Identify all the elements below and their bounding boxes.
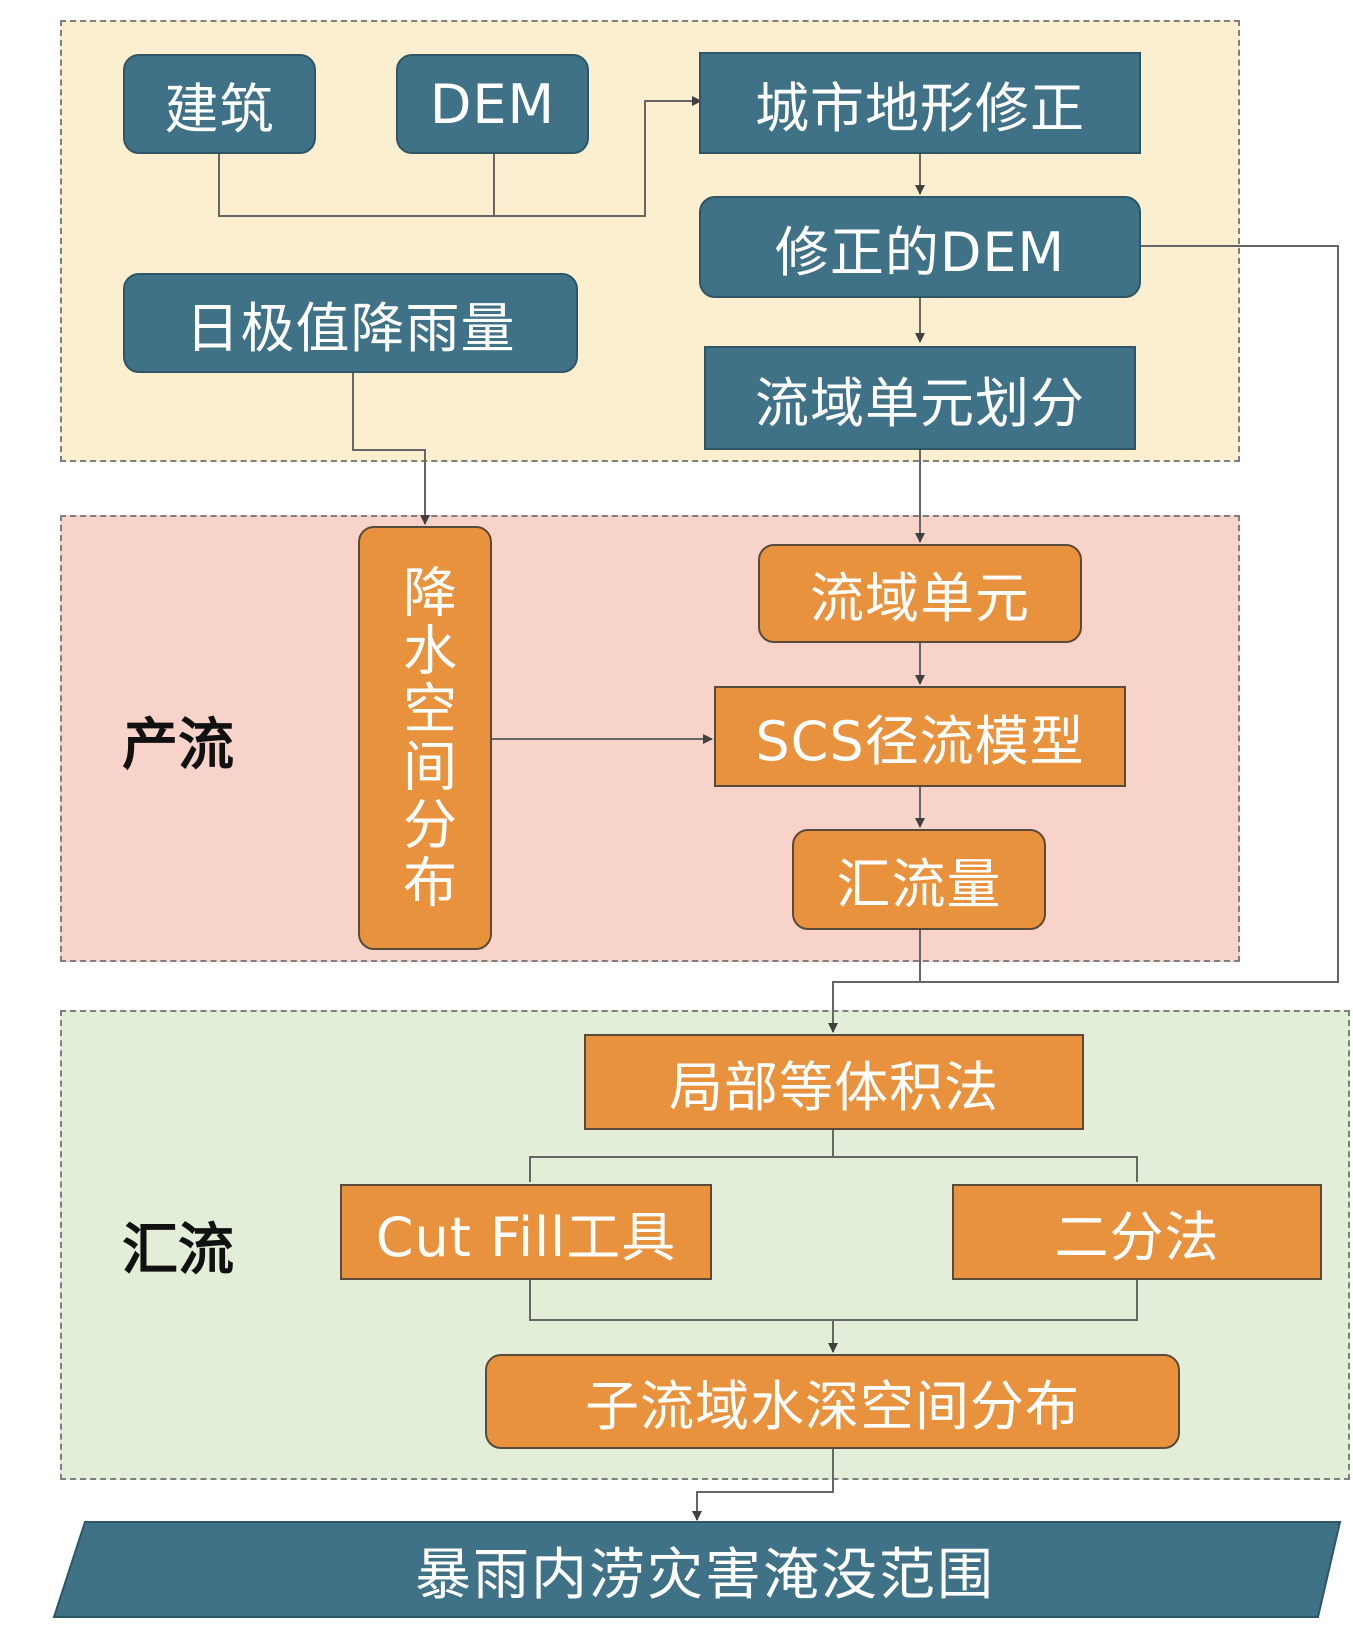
scs-model-box: SCS径流模型	[714, 686, 1126, 787]
subwatershed-depth-box: 子流域水深空间分布	[485, 1354, 1180, 1449]
watershed-division-box: 流域单元划分	[704, 346, 1136, 450]
cut-fill-tool-box: Cut Fill工具	[340, 1184, 712, 1280]
method-split-line	[529, 1130, 1138, 1182]
dem-box: DEM	[396, 54, 589, 154]
bisection-box: 二分法	[952, 1184, 1322, 1280]
confluence-volume-box: 汇流量	[792, 829, 1046, 930]
building-to-correction-line	[218, 96, 702, 217]
rainfall-to-distribution-arrow	[352, 373, 430, 525]
watershed-unit-box: 流域单元	[758, 544, 1082, 643]
depth-to-output-arrow	[692, 1449, 834, 1521]
rainfall-distribution-box: 降水空间分布	[358, 526, 492, 950]
building-box: 建筑	[123, 54, 316, 154]
output-label: 暴雨内涝灾害淹没范围	[415, 1542, 995, 1608]
terrain-correction-box: 城市地形修正	[699, 52, 1141, 154]
local-equal-volume-box: 局部等体积法	[584, 1034, 1084, 1130]
daily-max-rainfall-box: 日极值降雨量	[123, 273, 578, 373]
runoff-stage-label: 产流	[122, 713, 234, 778]
dem-loop-line	[828, 245, 1339, 1033]
method-merge-line	[529, 1280, 1138, 1352]
confluence-stage-label: 汇流	[122, 1218, 234, 1283]
corrected-dem-box: 修正的DEM	[699, 196, 1141, 298]
